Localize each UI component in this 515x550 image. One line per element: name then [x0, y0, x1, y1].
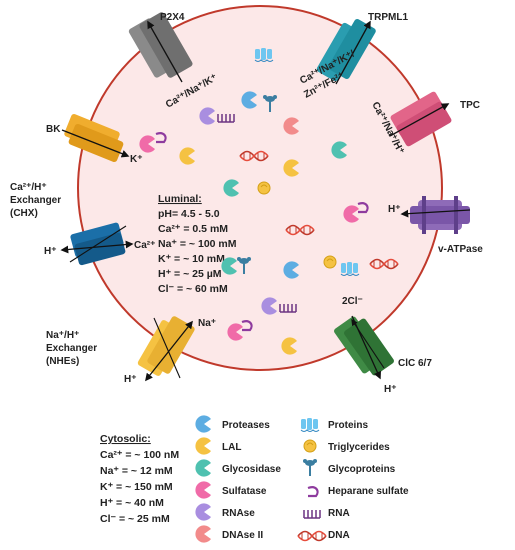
- triglyceride-icon: [303, 439, 317, 453]
- legend-label-glycosidase: Glycosidase: [222, 464, 281, 475]
- cytosolic-line: Na⁺ = ~ 12 mM: [100, 465, 173, 477]
- rnase-icon: [195, 503, 211, 521]
- legend-label-lal: LAL: [222, 442, 241, 453]
- legend-label-rnase: RNAse: [222, 508, 255, 519]
- p2x4-label: P2X4: [160, 12, 185, 23]
- cytosolic-block: Cytosolic: Ca²⁺ = ~ 100 nM Na⁺ = ~ 12 mM…: [100, 433, 179, 525]
- legend-label-proteases: Proteases: [222, 420, 270, 431]
- clc-label: ClC 6/7: [398, 358, 432, 369]
- glycosidase-icon: [195, 459, 211, 477]
- vatpase-ion: H⁺: [388, 204, 401, 215]
- protease-icon: [195, 415, 211, 433]
- trpml1-label: TRPML1: [368, 12, 408, 23]
- sulfatase-icon: [195, 481, 211, 499]
- clc-ion-bottom: H⁺: [384, 384, 397, 395]
- tpc-label: TPC: [460, 100, 480, 111]
- cytosolic-line: H⁺ = ~ 40 nM: [100, 497, 164, 509]
- chx-ion-left: H⁺: [44, 246, 57, 257]
- luminal-line: Ca²⁺ = 0.5 mM: [158, 223, 228, 235]
- nhe-label-line1: Na⁺/H⁺: [46, 330, 79, 341]
- cytosolic-line: Ca²⁺ = ~ 100 nM: [100, 449, 179, 461]
- nhe-label-line3: (NHEs): [46, 356, 79, 367]
- legend-label-heparane-sulfate: Heparane sulfate: [328, 486, 409, 497]
- nhe-exchanger: [137, 316, 195, 382]
- chx-label-line2: Exchanger: [10, 195, 61, 206]
- cytosolic-line: Cl⁻ = ~ 25 mM: [100, 513, 170, 525]
- chx-ion-right: Ca²⁺: [134, 240, 155, 251]
- vatpase-pump: [400, 196, 471, 234]
- chx-exchanger: [60, 222, 134, 266]
- dnase-icon: [195, 525, 211, 543]
- clc-ion-top: 2Cl⁻: [342, 296, 363, 307]
- legend-label-proteins: Proteins: [328, 420, 368, 431]
- legend-label-dnase: DNAse II: [222, 530, 263, 541]
- protein-icon: [300, 417, 320, 432]
- luminal-line: Cl⁻ = ~ 60 mM: [158, 283, 228, 295]
- legend-label-dna: DNA: [328, 530, 350, 541]
- luminal-line: pH= 4.5 - 5.0: [158, 208, 220, 220]
- luminal-block: Luminal: pH= 4.5 - 5.0 Ca²⁺ = 0.5 mM Na⁺…: [158, 193, 237, 295]
- glycoprotein-icon: [302, 458, 318, 477]
- legend-label-glycoproteins: Glycoproteins: [328, 464, 396, 475]
- p2x4-channel: [128, 12, 193, 83]
- bk-ion: K⁺: [130, 154, 143, 165]
- nhe-ion-bottom: H⁺: [124, 374, 137, 385]
- luminal-line: K⁺ = ~ 10 mM: [158, 253, 225, 265]
- chx-label-line3: (CHX): [10, 208, 38, 219]
- nhe-label-line2: Exchanger: [46, 343, 97, 354]
- tpc-channel: [389, 91, 452, 147]
- trpml1-channel: [316, 18, 376, 85]
- nhe-ion-top: Na⁺: [198, 318, 216, 329]
- cytosolic-line: K⁺ = ~ 150 mM: [100, 481, 173, 493]
- clc-channel: [334, 315, 394, 380]
- legend-label-rna: RNA: [328, 508, 350, 519]
- dna-icon: [297, 530, 327, 542]
- luminal-title: Luminal:: [158, 193, 202, 205]
- triglyceride-icon: [323, 255, 337, 269]
- rna-icon: [303, 509, 321, 519]
- luminal-line: Na⁺ = ~ 100 mM: [158, 238, 237, 250]
- vatpase-label: v-ATPase: [438, 244, 483, 255]
- bk-channel: [61, 114, 130, 163]
- luminal-line: H⁺ = ~ 25 µM: [158, 268, 222, 280]
- legend-label-sulfatase: Sulfatase: [222, 486, 267, 497]
- bk-label: BK: [46, 124, 61, 135]
- heparane-sulfate-icon: [306, 486, 319, 498]
- triglyceride-icon: [257, 181, 271, 195]
- legend: Proteases LAL Glycosidase Sulfatase RNAs…: [195, 415, 409, 543]
- lal-icon: [195, 437, 211, 455]
- legend-label-triglycerides: Triglycerides: [328, 442, 390, 453]
- cytosolic-title: Cytosolic:: [100, 433, 151, 445]
- chx-label-line1: Ca²⁺/H⁺: [10, 182, 47, 193]
